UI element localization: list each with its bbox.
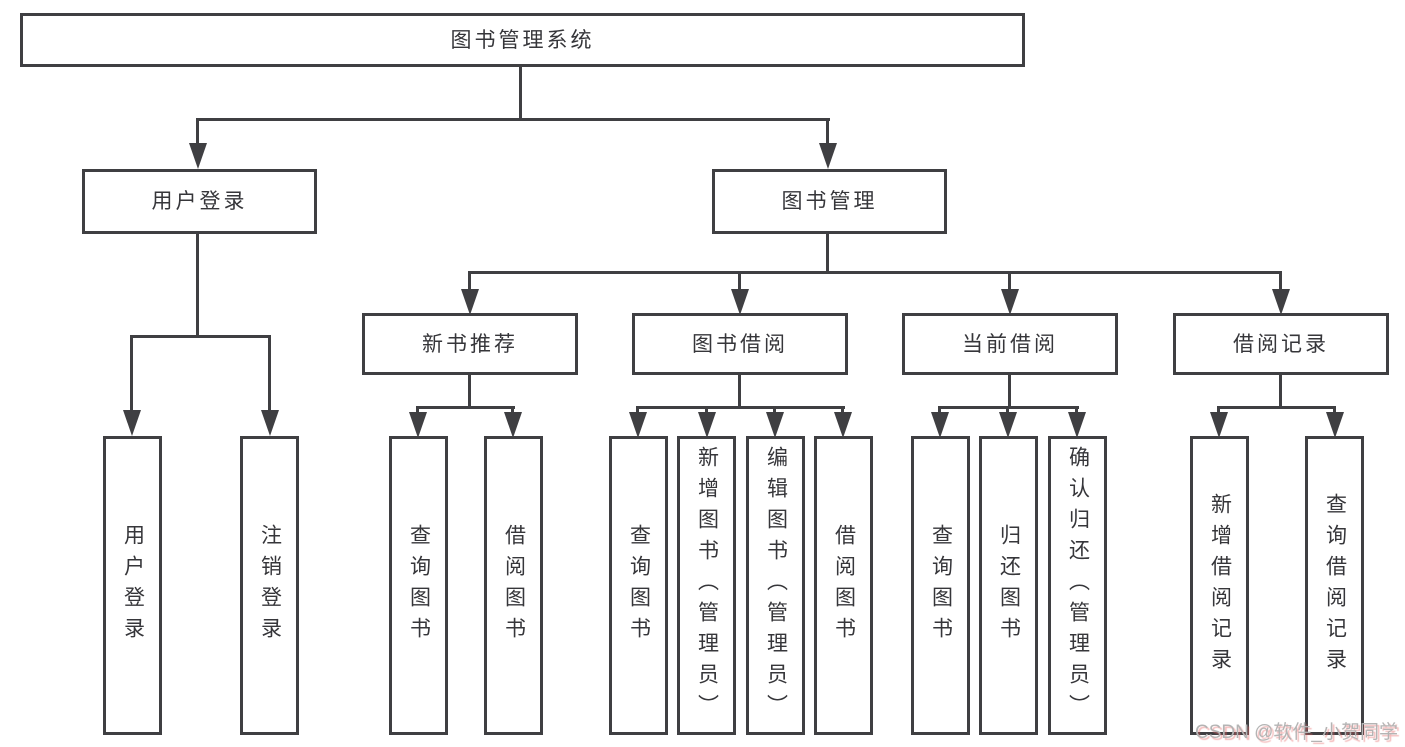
connector-group1-stem xyxy=(468,375,471,409)
connector-level3-drop xyxy=(738,271,741,295)
leaf-add-book-admin-label: 新增图书（管理员） xyxy=(695,446,719,725)
connector-group2-rail xyxy=(636,406,845,409)
connector-root-stem xyxy=(519,67,522,120)
node-new-book-recommend: 新书推荐 xyxy=(362,313,578,375)
connector-arrowhead xyxy=(1068,412,1086,438)
root-node-label: 图书管理系统 xyxy=(450,28,595,52)
leaf-query-books-3: 查询图书 xyxy=(911,436,970,735)
connector-group3-stem xyxy=(1008,375,1011,409)
leaf-user-login: 用户登录 xyxy=(103,436,162,735)
connector-arrowhead xyxy=(261,410,279,436)
connector-level3-drop xyxy=(468,271,471,295)
node-book-management-label: 图书管理 xyxy=(781,190,878,213)
connector-leaf-drop xyxy=(268,335,271,415)
leaf-query-books-2-label: 查询图书 xyxy=(627,523,651,648)
leaf-borrow-books-1: 借阅图书 xyxy=(484,436,543,735)
connector-arrowhead xyxy=(819,143,837,169)
leaf-query-books-1: 查询图书 xyxy=(389,436,448,735)
connector-arrowhead xyxy=(1272,289,1290,315)
leaf-logout-label: 注销登录 xyxy=(258,523,282,648)
connector-group4-rail xyxy=(1217,406,1336,409)
leaf-query-books-1-label: 查询图书 xyxy=(407,523,431,648)
connector-arrowhead xyxy=(189,143,207,169)
connector-leaf-drop xyxy=(1217,406,1220,416)
leaf-borrow-books-2-label: 借阅图书 xyxy=(832,523,856,648)
connector-leaf-drop xyxy=(841,406,844,416)
leaf-query-borrow-record: 查询借阅记录 xyxy=(1305,436,1364,735)
connector-leaf-drop xyxy=(938,406,941,416)
connector-leaf-drop xyxy=(1006,406,1009,416)
leaf-logout: 注销登录 xyxy=(240,436,299,735)
connector-leaf-drop xyxy=(416,406,419,416)
connector-leaf-drop xyxy=(773,406,776,416)
leaf-add-borrow-record-label: 新增借阅记录 xyxy=(1208,492,1232,679)
connector-arrowhead xyxy=(1210,412,1228,438)
leaf-edit-book-admin: 编辑图书（管理员） xyxy=(746,436,805,735)
connector-leaf-drop xyxy=(636,406,639,416)
connector-leaf-drop xyxy=(1075,406,1078,416)
node-current-borrow-label: 当前借阅 xyxy=(962,332,1058,356)
connector-level3-drop xyxy=(1008,271,1011,295)
connector-group2-stem xyxy=(738,375,741,409)
leaf-confirm-return-admin-label: 确认归还（管理员） xyxy=(1066,446,1090,725)
connector-leaf-drop xyxy=(130,335,133,415)
leaf-return-books-label: 归还图书 xyxy=(997,523,1021,648)
node-current-borrow: 当前借阅 xyxy=(902,313,1118,375)
node-borrow-records: 借阅记录 xyxy=(1173,313,1389,375)
connector-arrowhead xyxy=(931,412,949,438)
connector-level3-drop xyxy=(1279,271,1282,295)
node-book-borrow: 图书借阅 xyxy=(632,313,848,375)
node-user-login: 用户登录 xyxy=(82,169,317,234)
node-new-book-recommend-label: 新书推荐 xyxy=(422,332,518,356)
connector-arrowhead xyxy=(123,410,141,436)
leaf-add-book-admin: 新增图书（管理员） xyxy=(677,436,736,735)
connector-arrowhead xyxy=(629,412,647,438)
connector-arrowhead xyxy=(766,412,784,438)
watermark: CSDN @软件_小贺同学 xyxy=(1195,722,1398,743)
node-book-borrow-label: 图书借阅 xyxy=(692,332,788,356)
connector-book-mgmt-stem xyxy=(826,234,829,274)
leaf-return-books: 归还图书 xyxy=(979,436,1038,735)
leaf-borrow-books-1-label: 借阅图书 xyxy=(502,523,526,648)
connector-group1-rail xyxy=(416,406,515,409)
connector-user-login-rail xyxy=(130,335,271,338)
connector-arrowhead xyxy=(504,412,522,438)
connector-level2-rail xyxy=(196,118,830,121)
leaf-query-books-3-label: 查询图书 xyxy=(929,523,953,648)
connector-arrowhead xyxy=(999,412,1017,438)
connector-arrowhead xyxy=(409,412,427,438)
connector-arrowhead xyxy=(834,412,852,438)
connector-arrowhead xyxy=(731,289,749,315)
node-user-login-label: 用户登录 xyxy=(151,190,248,213)
connector-group4-stem xyxy=(1279,375,1282,409)
connector-leaf-drop xyxy=(705,406,708,416)
node-borrow-records-label: 借阅记录 xyxy=(1233,332,1329,356)
leaf-query-borrow-record-label: 查询借阅记录 xyxy=(1323,492,1347,679)
leaf-user-login-label: 用户登录 xyxy=(121,523,145,648)
leaf-edit-book-admin-label: 编辑图书（管理员） xyxy=(764,446,788,725)
leaf-query-books-2: 查询图书 xyxy=(609,436,668,735)
connector-arrowhead xyxy=(698,412,716,438)
connector-user-login-drop xyxy=(196,118,199,150)
connector-arrowhead xyxy=(461,289,479,315)
leaf-confirm-return-admin: 确认归还（管理员） xyxy=(1048,436,1107,735)
root-node: 图书管理系统 xyxy=(20,13,1025,67)
connector-arrowhead xyxy=(1001,289,1019,315)
connector-leaf-drop xyxy=(1333,406,1336,416)
connector-level3-rail xyxy=(468,271,1282,274)
connector-user-login-stem xyxy=(196,234,199,338)
leaf-add-borrow-record: 新增借阅记录 xyxy=(1190,436,1249,735)
connector-arrowhead xyxy=(1326,412,1344,438)
connector-book-mgmt-drop xyxy=(826,118,829,150)
leaf-borrow-books-2: 借阅图书 xyxy=(814,436,873,735)
connector-leaf-drop xyxy=(511,406,514,416)
node-book-management: 图书管理 xyxy=(712,169,947,234)
